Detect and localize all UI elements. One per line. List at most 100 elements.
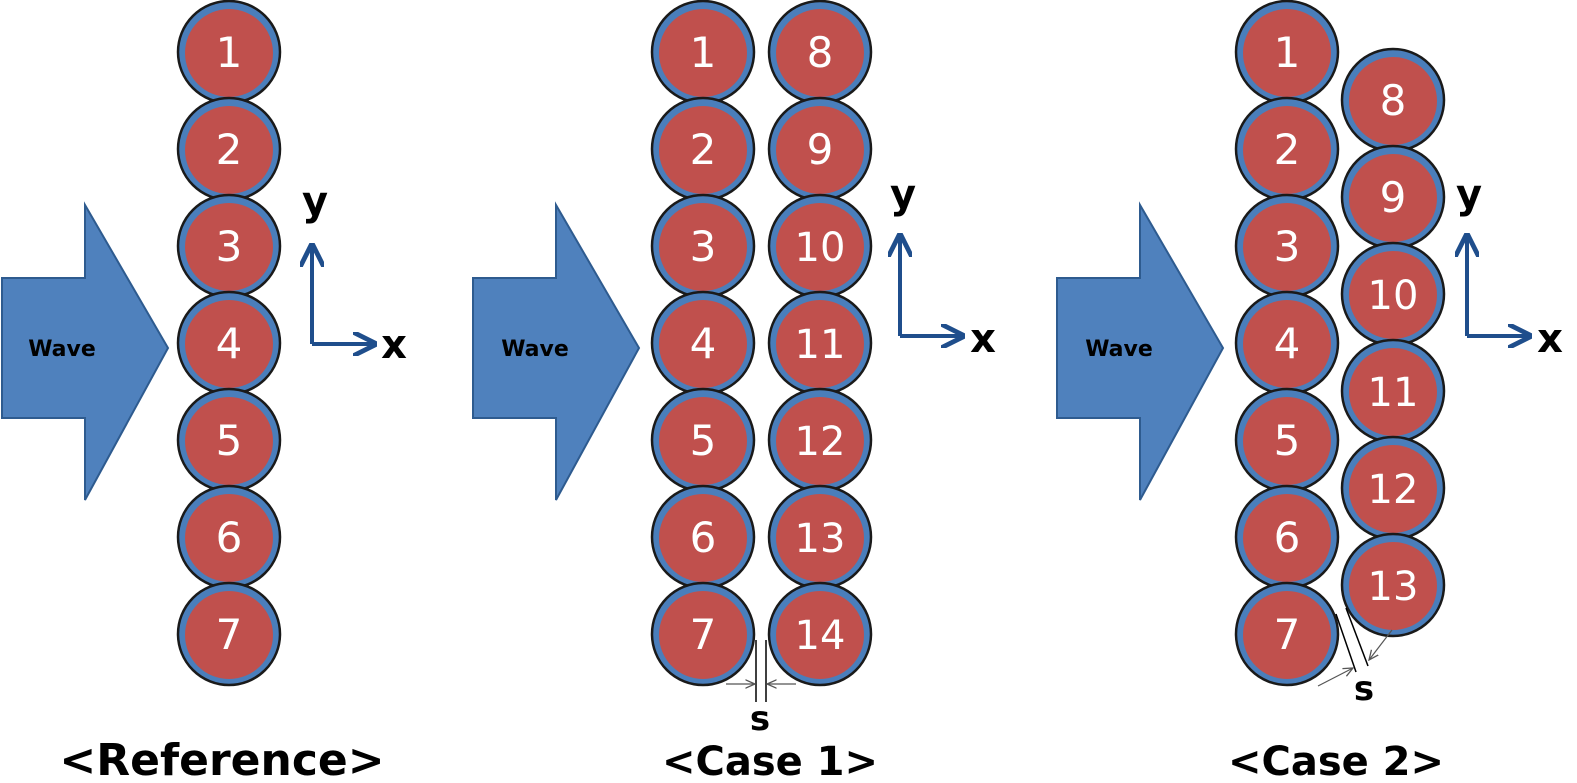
buoy-body — [1349, 154, 1437, 242]
buoy-number: 6 — [690, 513, 717, 562]
buoy-body — [776, 591, 864, 679]
buoy-number: 6 — [216, 513, 243, 562]
spacing-label: s — [750, 699, 770, 739]
buoy-11: 11 — [1340, 338, 1446, 444]
buoy-8: 8 — [1340, 47, 1446, 153]
buoy-number: 10 — [795, 225, 846, 271]
buoy-4: 4 — [650, 290, 756, 396]
buoy-number: 13 — [1368, 564, 1419, 610]
x-axis-label: x — [970, 316, 996, 362]
buoy-body — [1349, 445, 1437, 533]
buoy-12: 12 — [767, 387, 873, 493]
buoy-number: 1 — [1274, 28, 1301, 77]
buoy-number: 1 — [216, 28, 243, 77]
y-axis-label: y — [890, 172, 916, 218]
buoy-5: 5 — [1234, 387, 1340, 493]
wave-label: Wave — [28, 337, 96, 362]
buoy-10: 10 — [1340, 241, 1446, 347]
buoy-number: 11 — [1368, 370, 1419, 416]
buoy-body — [1243, 9, 1331, 97]
wave-arrow: Wave — [472, 201, 641, 501]
buoy-body — [1243, 300, 1331, 388]
wave-arrow: Wave — [1, 201, 170, 501]
buoy-body — [776, 203, 864, 291]
spacing-label: s — [1354, 669, 1374, 709]
buoy-number: 1 — [690, 28, 717, 77]
buoy-number: 3 — [1274, 222, 1301, 271]
axis-indicator: y x — [1456, 172, 1563, 362]
buoy-1: 1 — [176, 0, 282, 105]
buoy-number: 7 — [1274, 610, 1301, 659]
buoy-body — [1349, 57, 1437, 145]
buoy-body — [1349, 251, 1437, 339]
buoy-body — [659, 106, 747, 194]
buoy-number: 3 — [690, 222, 717, 271]
buoy-body — [1349, 542, 1437, 630]
buoy-number: 8 — [1380, 76, 1407, 125]
spacing-dimension: s — [726, 640, 796, 739]
buoy-6: 6 — [176, 484, 282, 590]
buoy-number: 5 — [216, 416, 243, 465]
buoy-9: 9 — [767, 96, 873, 202]
buoy-body — [659, 591, 747, 679]
buoy-7: 7 — [650, 581, 756, 687]
buoy-body — [185, 106, 273, 194]
buoy-number: 4 — [690, 319, 717, 368]
buoy-body — [776, 9, 864, 97]
buoy-column-front: 1 2 3 4 5 6 7 — [1234, 0, 1340, 687]
buoy-body — [185, 591, 273, 679]
buoy-3: 3 — [1234, 193, 1340, 299]
buoy-number: 9 — [1380, 173, 1407, 222]
buoy-body — [659, 203, 747, 291]
buoy-9: 9 — [1340, 144, 1446, 250]
buoy-7: 7 — [1234, 581, 1340, 687]
buoy-number: 9 — [807, 125, 834, 174]
buoy-body — [1243, 203, 1331, 291]
buoy-1: 1 — [650, 0, 756, 105]
buoy-13: 13 — [767, 484, 873, 590]
buoy-body — [1243, 591, 1331, 679]
buoy-body — [776, 494, 864, 582]
buoy-number: 14 — [795, 613, 846, 659]
buoy-number: 4 — [216, 319, 243, 368]
buoy-3: 3 — [650, 193, 756, 299]
buoy-number: 2 — [690, 125, 717, 174]
buoy-number: 5 — [1274, 416, 1301, 465]
buoy-2: 2 — [176, 96, 282, 202]
buoy-6: 6 — [1234, 484, 1340, 590]
buoy-number: 12 — [1368, 467, 1419, 513]
buoy-3: 3 — [176, 193, 282, 299]
wave-label: Wave — [501, 337, 569, 362]
buoy-1: 1 — [1234, 0, 1340, 105]
axis-indicator: y x — [890, 172, 996, 362]
wave-arrow: Wave — [1056, 201, 1225, 501]
buoy-body — [1243, 494, 1331, 582]
buoy-column-back: 8 9 10 11 12 13 14 — [767, 0, 873, 687]
buoy-column-front: 1 2 3 4 5 6 7 — [650, 0, 756, 687]
buoy-body — [659, 9, 747, 97]
buoy-number: 2 — [1274, 125, 1301, 174]
buoy-body — [1243, 106, 1331, 194]
buoy-number: 7 — [216, 610, 243, 659]
buoy-8: 8 — [767, 0, 873, 105]
panel-caption: <Reference> — [59, 735, 384, 783]
buoy-body — [659, 494, 747, 582]
buoy-6: 6 — [650, 484, 756, 590]
buoy-11: 11 — [767, 290, 873, 396]
buoy-number: 10 — [1368, 273, 1419, 319]
buoy-4: 4 — [1234, 290, 1340, 396]
buoy-12: 12 — [1340, 435, 1446, 541]
buoy-number: 5 — [690, 416, 717, 465]
buoy-body — [776, 106, 864, 194]
buoy-number: 12 — [795, 419, 846, 465]
buoy-body — [185, 397, 273, 485]
buoy-number: 7 — [690, 610, 717, 659]
buoy-body — [185, 9, 273, 97]
panel-caption: <Case 1> — [662, 739, 878, 783]
buoy-14: 14 — [767, 581, 873, 687]
